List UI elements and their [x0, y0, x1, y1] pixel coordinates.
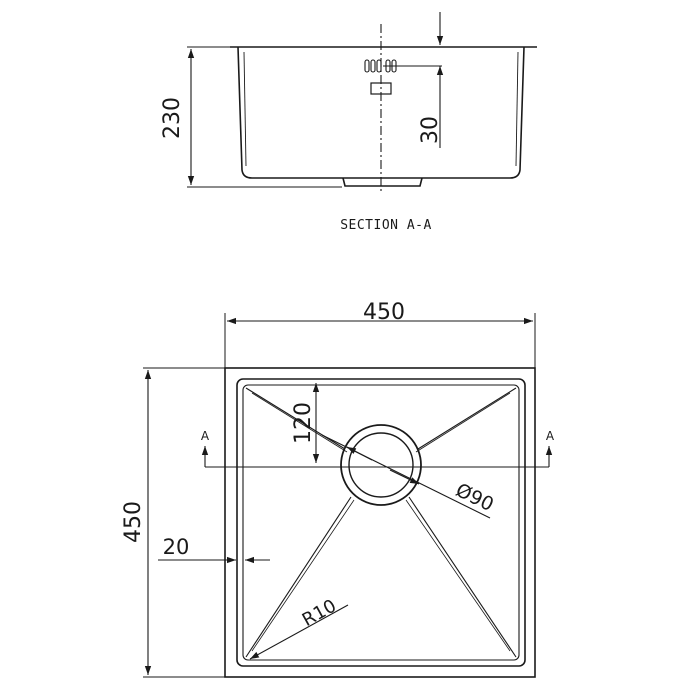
- plan-drain-offset-label: 120: [291, 402, 316, 444]
- plan-drain-inner: [348, 432, 414, 498]
- plan-radius-leader: [249, 604, 349, 660]
- section-view: [187, 12, 537, 192]
- section-inner-wall-left: [243, 51, 247, 167]
- plan-diameter-arrow-in: [346, 446, 373, 461]
- section-drain-outlet: [342, 177, 423, 187]
- plan-rim-width-label: 20: [163, 535, 190, 559]
- section-overflow-slot: [370, 82, 392, 95]
- plan-view: [143, 313, 553, 678]
- section-inner-wall-right: [515, 51, 519, 167]
- plan-bevel-lines: [245, 387, 517, 658]
- section-marker-left: A: [201, 429, 210, 443]
- plan-diameter-arrow-out: [389, 469, 420, 485]
- section-height-label: 230: [160, 97, 185, 139]
- plan-height-label: 450: [121, 501, 146, 543]
- plan-width-label: 450: [363, 300, 405, 325]
- plan-drain-outer: [340, 424, 422, 506]
- plan-bowl-outer: [236, 378, 526, 667]
- plan-corner-radius-label: R10: [299, 595, 340, 631]
- section-marker-right: A: [546, 429, 555, 443]
- section-title: SECTION A-A: [340, 218, 432, 233]
- section-overflow-label: 30: [418, 116, 443, 144]
- section-overflow-holes: [364, 59, 397, 73]
- plan-bowl-inner: [242, 384, 520, 661]
- plan-outer-flange: [224, 367, 536, 678]
